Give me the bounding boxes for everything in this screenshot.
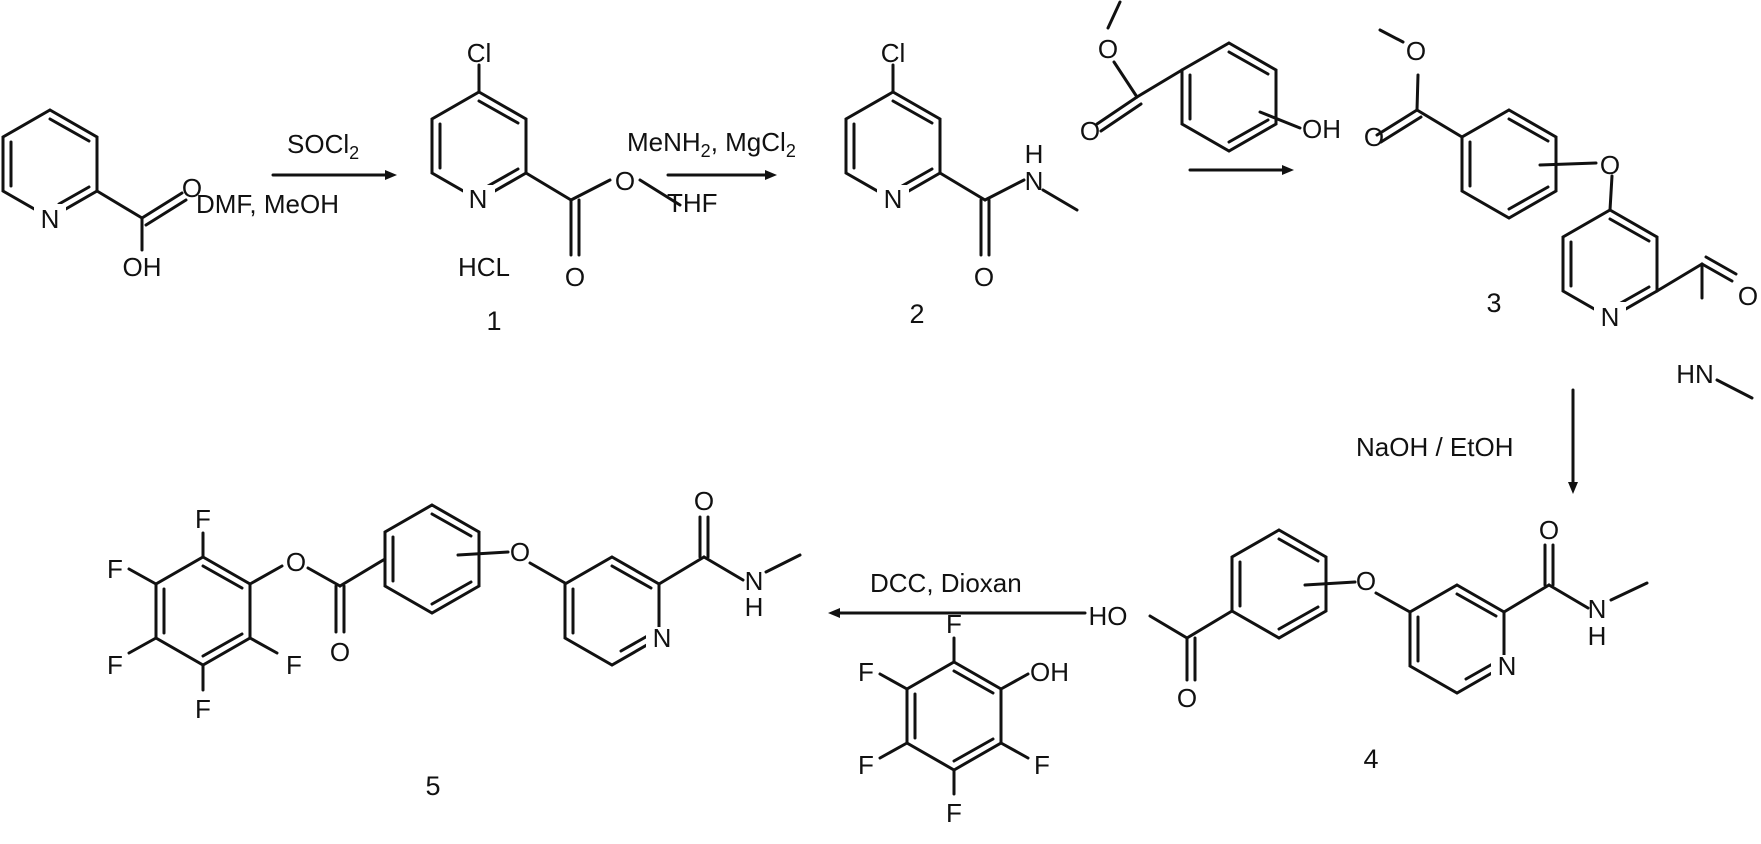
atom-n: N <box>1601 302 1620 332</box>
atom-o: O <box>1098 34 1118 64</box>
compound-number-2: 2 <box>909 299 924 329</box>
atom-oh: OH <box>123 252 162 282</box>
atom-n: N <box>1498 651 1517 681</box>
atom-f: F <box>946 798 962 828</box>
compound-5: F O O O O N H N F F F F 5 <box>107 486 800 801</box>
atom-f: F <box>195 694 211 724</box>
atom-hn: HN <box>1676 359 1714 389</box>
atom-n: N <box>469 184 488 214</box>
atom-n: N <box>884 184 903 214</box>
compound-number-5: 5 <box>425 771 440 801</box>
arrow-step-2: MeNH2, MgCl2 THF <box>627 127 796 218</box>
compound-2: Cl N N H O 2 <box>846 38 1077 329</box>
atom-o: O <box>1177 683 1197 713</box>
methyl-hydroxybenzoate: O O OH <box>1080 2 1341 151</box>
step1-reagent-top: SOCl2 <box>287 129 359 163</box>
atom-h: H <box>745 592 764 622</box>
pentafluorophenol: F OH F F F F <box>858 609 1069 828</box>
atom-cl: Cl <box>881 38 906 68</box>
atom-o: O <box>510 537 530 567</box>
atom-o: O <box>1738 281 1758 311</box>
atom-h: H <box>1025 139 1044 169</box>
atom-o: O <box>1600 150 1620 180</box>
atom-f: F <box>107 650 123 680</box>
atom-n: N <box>1588 594 1607 624</box>
compound-number-3: 3 <box>1486 288 1501 318</box>
atom-f: F <box>107 554 123 584</box>
atom-f: F <box>195 504 211 534</box>
step2-reagent-bottom: THF <box>667 188 718 218</box>
atom-o: O <box>286 547 306 577</box>
step2-reagent-top: MeNH2, MgCl2 <box>627 127 796 161</box>
atom-f: F <box>858 750 874 780</box>
atom-f: F <box>946 609 962 639</box>
atom-o: O <box>1080 116 1100 146</box>
atom-f: F <box>1034 750 1050 780</box>
atom-n: N <box>41 204 60 234</box>
atom-oh: OH <box>1302 114 1341 144</box>
step1-reagent-bottom: DMF, MeOH <box>196 189 339 219</box>
atom-f: F <box>286 650 302 680</box>
compound-number-1: 1 <box>486 306 501 336</box>
step4-reagent: NaOH / EtOH <box>1356 432 1513 462</box>
arrow-step-4: NaOH / EtOH <box>1356 390 1578 494</box>
arrow-step-3 <box>1190 165 1294 175</box>
atom-oh: OH <box>1030 657 1069 687</box>
compound-number-4: 4 <box>1363 744 1378 774</box>
atom-o: O <box>1364 122 1384 152</box>
atom-o: O <box>1539 515 1559 545</box>
atom-o: O <box>1406 36 1426 66</box>
atom-n: N <box>1025 166 1044 196</box>
atom-n: N <box>653 623 672 653</box>
atom-o: O <box>330 637 350 667</box>
compound-1: Cl N O O HCL 1 <box>432 38 680 336</box>
atom-f: F <box>858 657 874 687</box>
picolinic-acid: N O OH <box>3 110 202 282</box>
atom-ho: HO <box>1089 601 1128 631</box>
atom-o: O <box>1356 566 1376 596</box>
atom-o: O <box>565 262 585 292</box>
arrow-step-1: SOCl2 DMF, MeOH <box>196 129 397 219</box>
atom-cl: Cl <box>467 38 492 68</box>
step5-reagent: DCC, Dioxan <box>870 568 1022 598</box>
atom-o: O <box>615 166 635 196</box>
atom-o: O <box>974 262 994 292</box>
salt-hcl: HCL <box>458 252 510 282</box>
compound-4: HO O O O N H N 4 <box>1089 515 1648 774</box>
compound-3: O O O N O HN 3 <box>1364 30 1758 398</box>
atom-h: H <box>1588 621 1607 651</box>
atom-o: O <box>694 486 714 516</box>
